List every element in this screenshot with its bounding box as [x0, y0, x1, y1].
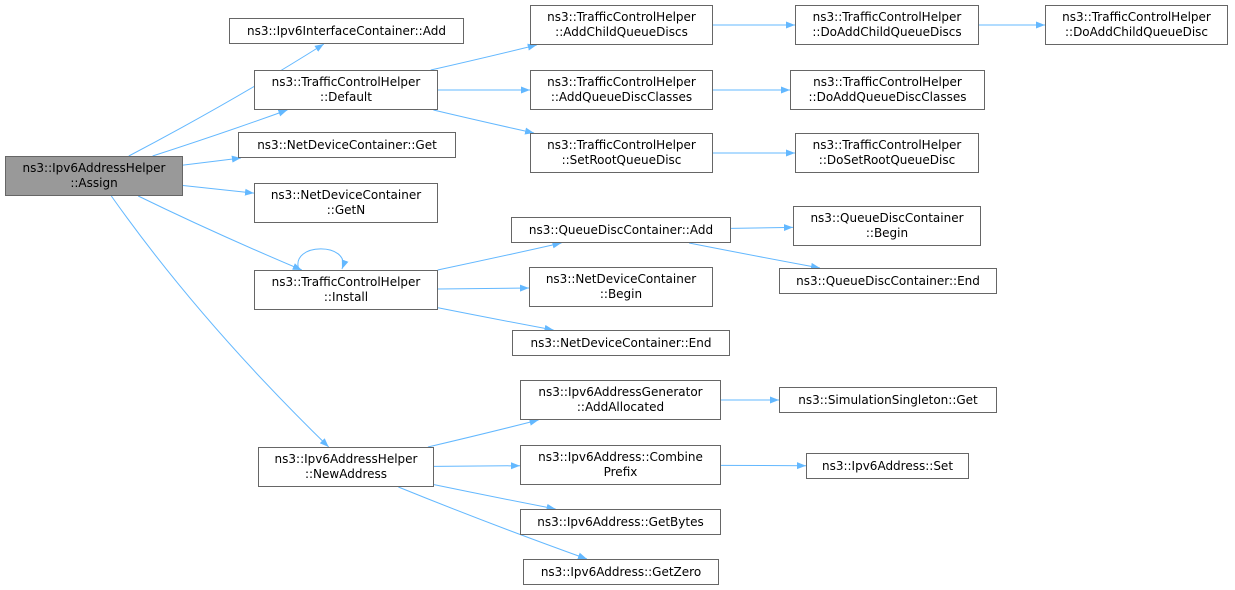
node-trafficcontrolhelper-doaddqueuediscclasses[interactable]: ns3::TrafficControlHelper ::DoAddQueueDi… — [790, 70, 985, 110]
node-simulationsingleton-get[interactable]: ns3::SimulationSingleton::Get — [779, 387, 997, 413]
edge-newaddress-to-add_allocated — [427, 418, 539, 448]
edge-qdc_add-to-qdc_begin — [730, 224, 794, 232]
edge-tch_default-to-add_child — [430, 43, 537, 71]
edge-qdc_add-to-qdc_end — [688, 242, 821, 270]
node-trafficcontrolhelper-doaddchildqueuediscs[interactable]: ns3::TrafficControlHelper ::DoAddChildQu… — [795, 5, 979, 45]
node-netdevicecontainer-get[interactable]: ns3::NetDeviceContainer::Get — [238, 132, 456, 158]
node-trafficcontrolhelper-addchildqueuediscs[interactable]: ns3::TrafficControlHelper ::AddChildQueu… — [530, 5, 713, 45]
node-trafficcontrolhelper-addqueuediscclasses[interactable]: ns3::TrafficControlHelper ::AddQueueDisc… — [530, 70, 713, 110]
node-ipv6addresshelper-assign: ns3::Ipv6AddressHelper ::Assign — [5, 156, 183, 196]
edge-tch_install-to-ndc_begin — [437, 284, 530, 292]
node-ipv6address-getzero[interactable]: ns3::Ipv6Address::GetZero — [523, 559, 719, 585]
node-trafficcontrolhelper-install[interactable]: ns3::TrafficControlHelper ::Install — [254, 270, 438, 310]
edge-tch_install-to-ndc_end — [437, 307, 554, 332]
node-netdevicecontainer-end[interactable]: ns3::NetDeviceContainer::End — [512, 330, 730, 356]
edge-newaddress-to-get_bytes — [433, 484, 556, 511]
node-trafficcontrolhelper-doaddchildqueuedisc[interactable]: ns3::TrafficControlHelper ::DoAddChildQu… — [1045, 5, 1228, 45]
edge-tch_default-to-set_root — [433, 109, 535, 135]
edge-newaddress-to-get_zero — [398, 486, 588, 560]
node-queuedisccontainer-begin[interactable]: ns3::QueueDiscContainer ::Begin — [793, 206, 981, 246]
edge-assign-to-newaddress — [110, 195, 330, 448]
node-ipv6addressgenerator-addallocated[interactable]: ns3::Ipv6AddressGenerator ::AddAllocated — [520, 380, 721, 420]
node-ipv6interfacecontainer-add[interactable]: ns3::Ipv6InterfaceContainer::Add — [229, 18, 464, 44]
node-netdevicecontainer-getn[interactable]: ns3::NetDeviceContainer ::GetN — [254, 183, 438, 223]
edge-assign-to-tch_default — [152, 109, 288, 157]
edge-assign-to-ndc_get — [182, 155, 241, 166]
node-ipv6address-set[interactable]: ns3::Ipv6Address::Set — [806, 453, 969, 479]
node-trafficcontrolhelper-setrootqueuedisc[interactable]: ns3::TrafficControlHelper ::SetRootQueue… — [530, 133, 713, 173]
node-ipv6addresshelper-newaddress[interactable]: ns3::Ipv6AddressHelper ::NewAddress — [258, 447, 434, 487]
node-ipv6address-getbytes[interactable]: ns3::Ipv6Address::GetBytes — [520, 509, 721, 535]
edge-tch_install-to-tch_install — [297, 248, 349, 271]
node-netdevicecontainer-begin[interactable]: ns3::NetDeviceContainer ::Begin — [529, 267, 713, 307]
edge-assign-to-tch_install — [137, 195, 302, 271]
node-trafficcontrolhelper-default[interactable]: ns3::TrafficControlHelper ::Default — [254, 70, 438, 110]
edge-tch_install-to-qdc_add — [437, 241, 562, 271]
node-queuedisccontainer-add[interactable]: ns3::QueueDiscContainer::Add — [511, 217, 731, 243]
edge-newaddress-to-combine_prefix — [433, 462, 521, 470]
node-queuedisccontainer-end[interactable]: ns3::QueueDiscContainer::End — [779, 268, 997, 294]
node-ipv6address-combineprefix[interactable]: ns3::Ipv6Address::Combine Prefix — [520, 445, 721, 485]
edge-assign-to-ndc_getn — [182, 185, 255, 196]
node-trafficcontrolhelper-dosetrootqueuedisc[interactable]: ns3::TrafficControlHelper ::DoSetRootQue… — [795, 133, 979, 173]
edge-assign-to-ipv6if_add — [128, 43, 325, 157]
